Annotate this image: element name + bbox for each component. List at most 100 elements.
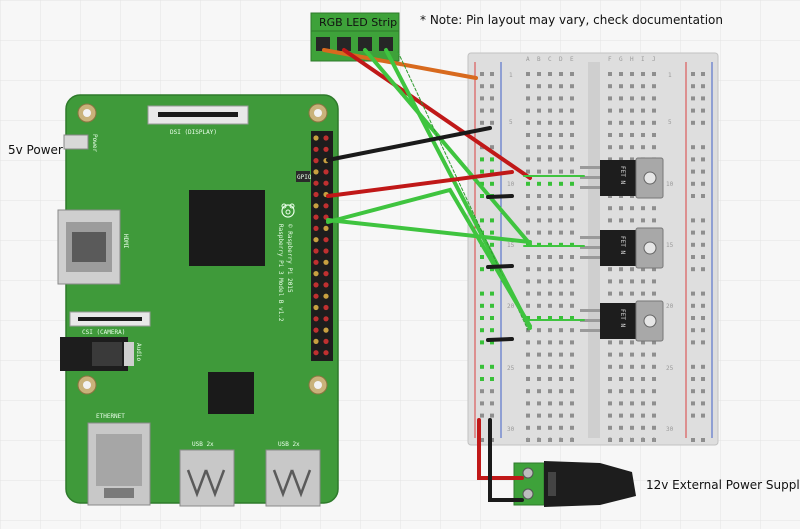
gpio-pin (323, 146, 329, 152)
breadboard-hole (570, 230, 574, 235)
breadboard-hole (691, 194, 695, 198)
gpio-pin (313, 271, 319, 277)
breadboard-hole (608, 267, 612, 272)
breadboard-hole (537, 169, 541, 174)
breadboard-hole (652, 438, 656, 442)
breadboard-hole (652, 401, 656, 406)
breadboard-hole (548, 316, 552, 320)
breadboard-hole (701, 364, 705, 369)
breadboard-hole (559, 72, 563, 76)
breadboard-hole (570, 84, 574, 89)
breadboard-hole (559, 291, 563, 296)
breadboard-hole (480, 291, 484, 296)
breadboard-hole (691, 389, 695, 394)
breadboard-hole (641, 340, 645, 345)
breadboard-hole (641, 279, 645, 284)
breadboard-hole (608, 108, 612, 113)
breadboard-hole (548, 401, 552, 406)
breadboard-hole (548, 425, 552, 430)
breadboard-hole (537, 364, 541, 369)
breadboard-hole (480, 194, 484, 198)
breadboard-hole (641, 120, 645, 125)
breadboard-hole (548, 413, 552, 418)
breadboard-hole (490, 157, 494, 162)
breadboard-hole (559, 389, 563, 394)
breadboard-hole (537, 230, 541, 235)
gpio-pin (313, 282, 319, 288)
breadboard-hole (652, 267, 656, 272)
column-letters: A B C D E F G H I J A B C D E F G H I J (526, 56, 656, 444)
breadboard-hole (548, 157, 552, 162)
breadboard-hole (559, 340, 563, 345)
rgb-strip-label: RGB LED Strip (319, 16, 397, 29)
breadboard-hole (570, 181, 574, 186)
breadboard-hole (526, 377, 530, 381)
breadboard-hole (537, 120, 541, 125)
breadboard-hole (701, 316, 705, 320)
breadboard-hole (526, 108, 530, 113)
breadboard-hole (548, 377, 552, 381)
col-letter-d-top: D (559, 56, 563, 63)
label-12v-power: 12v External Power Supply (646, 478, 800, 492)
gpio-label: GPIO (297, 174, 312, 181)
breadboard-hole (559, 401, 563, 406)
breadboard-hole (570, 340, 574, 345)
breadboard-hole (490, 230, 494, 235)
breadboard-hole (641, 364, 645, 369)
breadboard-hole (691, 108, 695, 113)
breadboard-hole (570, 425, 574, 430)
breadboard-hole (652, 96, 656, 101)
breadboard-hole (630, 218, 634, 223)
breadboard-hole (548, 206, 552, 211)
breadboard-hole (619, 377, 623, 381)
breadboard-hole (630, 279, 634, 284)
breadboard-hole (480, 413, 484, 418)
breadboard-hole (641, 352, 645, 357)
gpio-pin (313, 203, 319, 209)
rgb-led-strip-connector: RGB LED Strip (310, 12, 400, 62)
breadboard-hole (641, 291, 645, 296)
breadboard-hole (490, 267, 494, 272)
breadboard-hole (526, 303, 530, 308)
breadboard-hole (526, 401, 530, 406)
row-number-20-right: 20 (666, 303, 674, 310)
breadboard-hole (548, 438, 552, 442)
breadboard-hole (608, 401, 612, 406)
breadboard-hole (691, 291, 695, 296)
breadboard-hole (526, 120, 530, 125)
breadboard-hole (526, 267, 530, 272)
breadboard-hole (570, 438, 574, 442)
breadboard-hole (548, 279, 552, 284)
csi-label: CSI (CAMERA) (82, 329, 125, 336)
col-letter-b-bottom: B (537, 437, 541, 444)
breadboard-hole (619, 291, 623, 296)
wires (322, 48, 585, 502)
dc-barrel-jack (513, 461, 636, 507)
breadboard-hole (641, 108, 645, 113)
breadboard-hole (537, 218, 541, 223)
breadboard-hole (570, 364, 574, 369)
breadboard-hole (537, 206, 541, 211)
breadboard-hole (608, 133, 612, 137)
gpio-pin (323, 304, 329, 311)
breadboard-hole (691, 230, 695, 235)
gpio-pin (313, 225, 319, 231)
breadboard-hole (630, 413, 634, 418)
breadboard-hole (559, 169, 563, 174)
breadboard-hole (691, 169, 695, 174)
breadboard-hole (691, 316, 695, 320)
row-number-1: 1 (509, 72, 513, 79)
breadboard-hole (570, 120, 574, 125)
gpio-pin (313, 146, 319, 152)
usb-port-1 (179, 449, 235, 507)
breadboard-hole (548, 303, 552, 308)
breadboard-hole (630, 364, 634, 369)
breadboard-hole (559, 194, 563, 198)
breadboard-hole (526, 96, 530, 101)
breadboard-hole (619, 279, 623, 284)
breadboard-hole (480, 72, 484, 76)
breadboard-hole (526, 438, 530, 442)
col-letter-a-bottom: A (526, 437, 530, 444)
gpio-header (311, 131, 333, 361)
breadboard-hole (537, 279, 541, 284)
